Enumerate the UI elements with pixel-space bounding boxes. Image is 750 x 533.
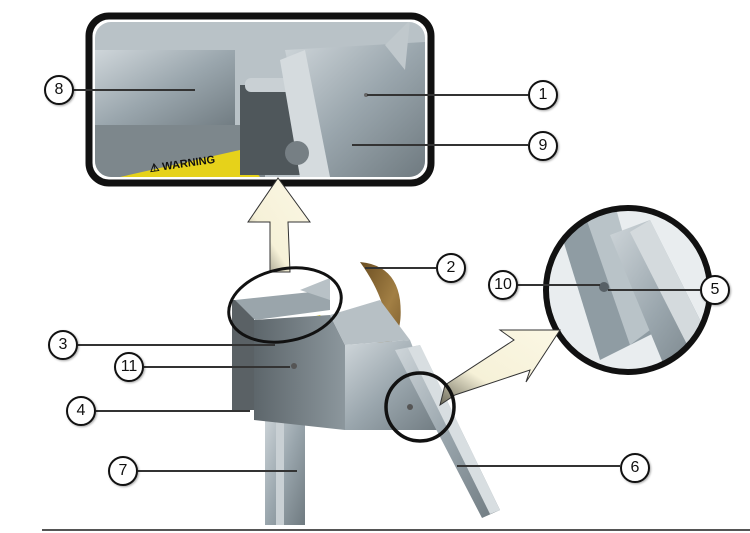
highlight-ellipse-top [227, 266, 343, 344]
up-arrow [247, 177, 311, 273]
callout-11: 11 [114, 352, 144, 382]
callout-1: 1 [528, 80, 558, 110]
circle-detail-photo [548, 210, 708, 370]
diagonal-arrow [439, 329, 561, 407]
callout-8: 8 [44, 75, 74, 105]
top-detail-photo: ⚠ WARNING [95, 22, 425, 177]
callout-6: 6 [620, 453, 650, 483]
callout-9: 9 [528, 131, 558, 161]
callout-4: 4 [66, 396, 96, 426]
callout-7: 7 [108, 456, 138, 486]
callout-3: 3 [48, 330, 78, 360]
top-detail-frame [85, 12, 435, 187]
leader-lines [74, 89, 700, 472]
callout-10: 10 [488, 270, 518, 300]
callout-5: 5 [700, 275, 730, 305]
callout-2: 2 [436, 253, 466, 283]
highlight-circle-small [384, 371, 456, 443]
